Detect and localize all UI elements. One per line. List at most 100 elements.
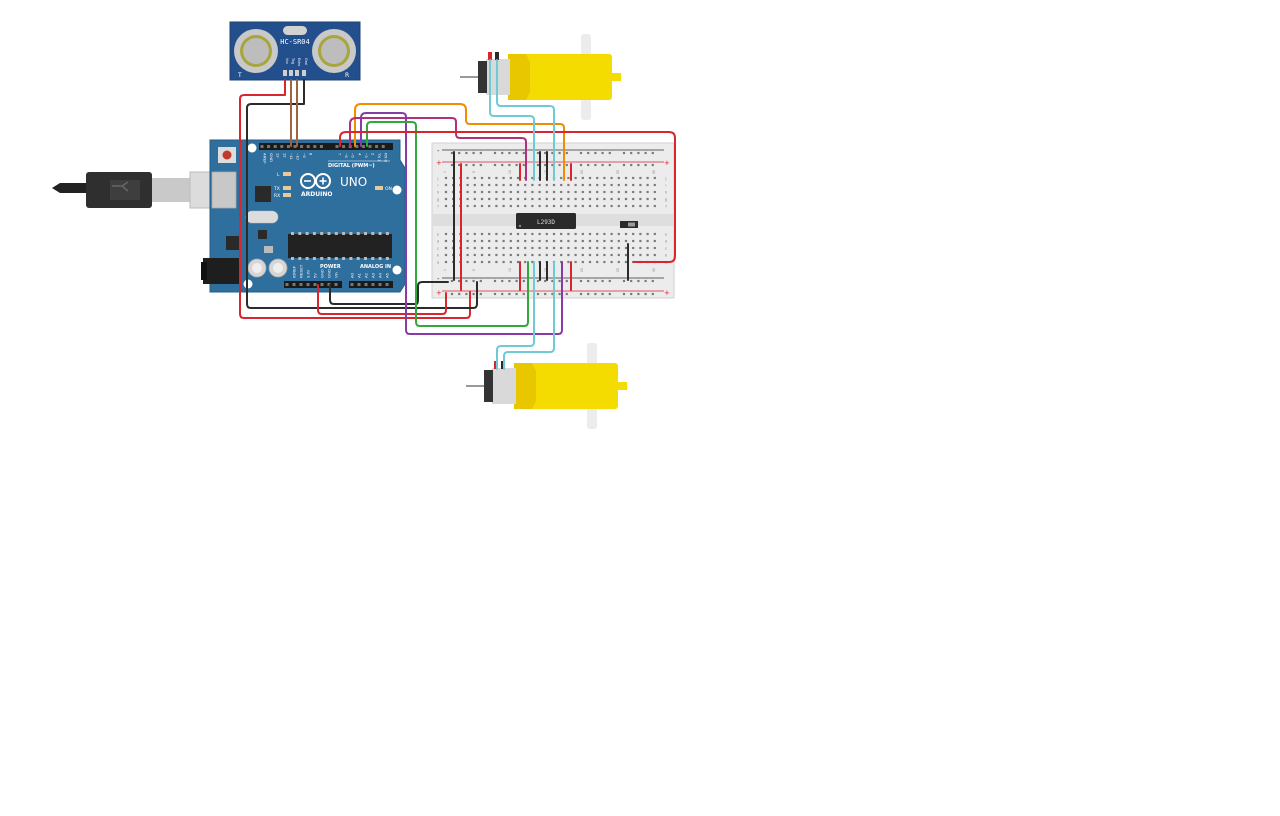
bb-col-number-bottom: 25 — [616, 268, 620, 272]
bb-row-letter: b — [665, 253, 668, 258]
wire-gnd-rail[interactable] — [329, 281, 449, 305]
dc-motor-bottom[interactable] — [466, 343, 627, 429]
sensor-pin-label: Echo — [297, 58, 301, 66]
bb-col-number-bottom: 15 — [544, 268, 548, 272]
bb-row-letter: j — [665, 176, 667, 181]
usb-cable[interactable] — [52, 171, 237, 209]
bb-col-number-bottom: 1 — [443, 269, 447, 271]
l293d-chip[interactable]: L293D — [516, 213, 576, 229]
digital-pin-label: AREF — [263, 153, 268, 164]
analog-header-label: ANALOG IN — [360, 264, 391, 270]
rail-plus-bottom-right: + — [664, 289, 670, 297]
analog-pin-label: A3 — [371, 272, 376, 278]
bb-row-letter: i — [438, 183, 439, 188]
sensor-pin[interactable] — [295, 70, 299, 76]
chip-label: L293D — [537, 219, 555, 226]
digital-pin-label: 8 — [309, 153, 314, 156]
power-pin-label: IOREF — [292, 265, 297, 278]
bb-col-number-bottom: 5 — [472, 269, 476, 271]
digital-header-pins[interactable] — [260, 145, 385, 148]
power-pin-label: Vin — [334, 272, 339, 278]
mcu-pins — [291, 232, 389, 260]
digital-pin-label: 7 — [338, 153, 343, 156]
wire-orange-d5[interactable] — [354, 103, 565, 181]
power-pin-label: GND — [320, 269, 325, 278]
digital-pin-label: 12 — [282, 153, 287, 158]
wire-cyan-motor-bottom-a[interactable] — [496, 261, 535, 370]
rail-minus-top-left: - — [437, 147, 440, 155]
bb-col-number-top: 5 — [472, 171, 476, 173]
digital-pin-label: 2 — [371, 153, 376, 156]
dc-motor-top[interactable] — [460, 34, 621, 120]
bb-col-number-top: 15 — [544, 170, 548, 174]
wire-purple-d4[interactable] — [360, 112, 563, 335]
bb-row-letter: b — [437, 253, 440, 258]
bb-row-letter: c — [665, 246, 667, 251]
power-pin-label: 5V — [313, 273, 318, 278]
sensor-pin[interactable] — [302, 70, 306, 76]
bb-col-number-top: 10 — [508, 170, 512, 174]
digital-pin-label: ~11 — [289, 153, 294, 160]
digital-pin-label: ~5 — [351, 153, 356, 158]
analog-pin-label: A1 — [357, 272, 362, 278]
digital-pin-label: ~3 — [364, 153, 369, 158]
digital-pin-label: GND — [269, 153, 274, 162]
led-label-rx: RX — [274, 193, 280, 199]
sensor-pin[interactable] — [289, 70, 293, 76]
power-analog-header-pins[interactable] — [285, 283, 389, 286]
digital-pin-label: ~6 — [344, 153, 349, 158]
analog-pin-label: A4 — [378, 272, 383, 278]
bb-col-number-top: 20 — [580, 170, 584, 174]
sensor-pin-label: Vcc — [285, 58, 289, 64]
power-pin-label: RESET — [299, 264, 304, 278]
power-header-label: POWER — [320, 264, 341, 270]
bb-row-letter: j — [437, 176, 439, 181]
wire-sensor-vcc[interactable] — [239, 79, 471, 319]
arduino-infinity-logo — [300, 173, 331, 189]
led-label-l: L — [277, 172, 280, 178]
analog-pin-label: A5 — [385, 272, 390, 278]
wire-sensor-gnd[interactable] — [246, 79, 478, 309]
bb-row-letter: e — [665, 232, 668, 237]
wire-cyan-motor-top-b[interactable] — [496, 59, 555, 181]
wire-5v-rail[interactable] — [317, 284, 447, 315]
digital-pin-label: 4 — [357, 153, 362, 156]
arduino-logo-text: ARDUINO — [301, 191, 332, 198]
analog-pin-label: A2 — [364, 272, 369, 278]
sensor-pin-label: Trig — [291, 58, 295, 64]
led-label-on: ON — [385, 186, 392, 192]
bb-row-letter: d — [665, 239, 667, 244]
bb-row-letter: a — [437, 260, 440, 265]
wire-cyan-motor-bottom-b[interactable] — [503, 261, 555, 370]
rail-plus-top-right: + — [664, 159, 670, 167]
bb-row-letter: e — [437, 232, 440, 237]
slide-switch[interactable] — [620, 221, 638, 228]
bb-row-letter: h — [437, 190, 439, 195]
sensor-pin[interactable] — [283, 70, 287, 76]
digital-pin-label: 13 — [276, 153, 281, 158]
wires[interactable] — [239, 59, 676, 370]
wire-green-d3[interactable] — [366, 121, 529, 327]
bb-col-number-bottom: 20 — [580, 268, 584, 272]
wire-cyan-motor-top-a[interactable] — [489, 59, 535, 181]
sensor-t-label: T — [237, 72, 242, 79]
wire-red-vcc-top[interactable] — [339, 131, 676, 263]
bb-row-letter: f — [665, 204, 667, 209]
digital-pin-label: TX 1 — [377, 153, 382, 162]
wire-magenta-d6[interactable] — [349, 117, 527, 181]
bb-row-letter: d — [437, 239, 439, 244]
bb-row-letter: c — [437, 246, 439, 251]
bb-row-letter: f — [437, 204, 439, 209]
power-pin-label: 3.3V — [306, 269, 311, 278]
bb-col-number-bottom: 10 — [508, 268, 512, 272]
digital-pin-label: RX 0 — [384, 153, 389, 163]
digital-header-label: DIGITAL (PWM~) — [328, 163, 375, 169]
bb-row-letter: i — [666, 183, 667, 188]
